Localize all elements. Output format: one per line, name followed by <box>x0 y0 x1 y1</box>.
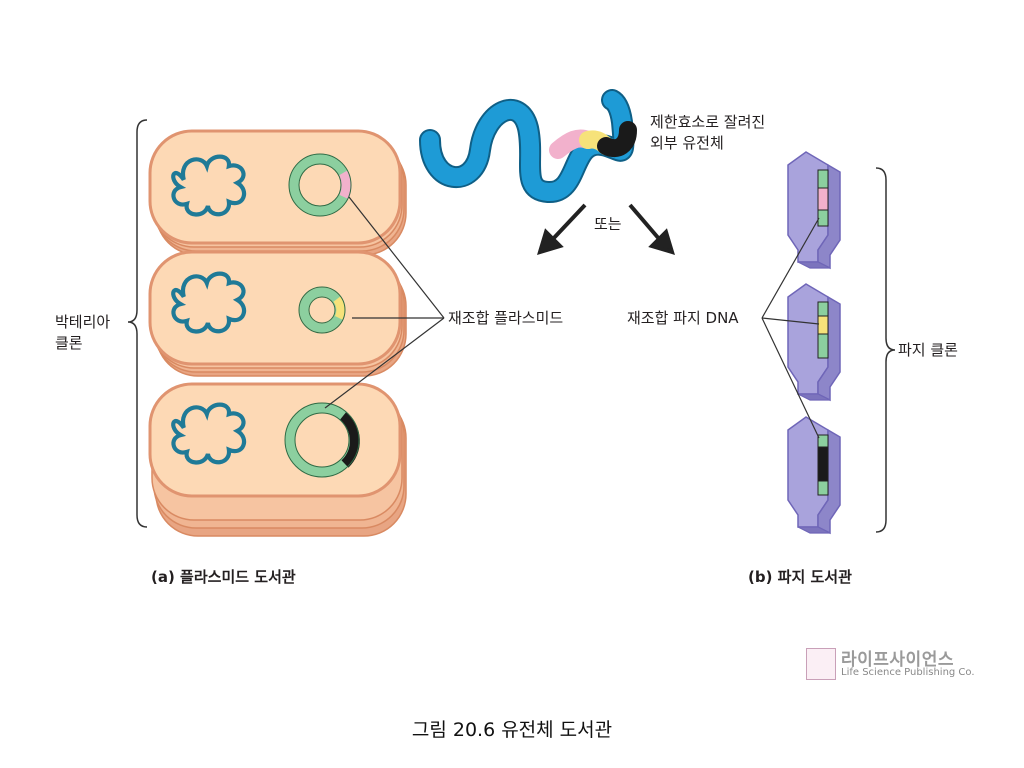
publisher-name: Life Science Publishing Co. <box>841 667 975 678</box>
phage-3 <box>787 416 841 534</box>
caption-phage-library: (b) 파지 도서관 <box>748 568 852 586</box>
insert-black <box>339 412 360 468</box>
bacterial-clone-label: 박테리아 클론 <box>55 313 111 352</box>
phage-clone-bracket <box>875 167 896 533</box>
insert-yellow <box>333 296 346 320</box>
insert-pink <box>338 170 352 200</box>
bacterial-clone-bracket <box>127 119 148 528</box>
or-arrows <box>537 203 675 255</box>
foreign-dna-label: 제한효소로 잘려진 외부 유전체 <box>650 113 766 152</box>
recombinant-plasmid-label: 재조합 플라스미드 <box>448 309 564 327</box>
or-label: 또는 <box>594 215 622 233</box>
plasmid-leader-lines <box>324 196 445 409</box>
foreign-dna-strand <box>419 89 637 203</box>
caption-plasmid-library: (a) 플라스미드 도서관 <box>151 568 296 586</box>
publisher-logo: 라이프사이언스 Life Science Publishing Co. <box>806 645 981 685</box>
bacterial-cell-1 <box>148 129 407 256</box>
publisher-brand: 라이프사이언스 <box>841 650 954 670</box>
phage-2 <box>787 283 841 401</box>
bacterial-cell-3 <box>148 382 407 537</box>
recombinant-phage-dna-label: 재조합 파지 DNA <box>627 309 739 327</box>
phage-1 <box>787 151 841 269</box>
phage-leader-lines <box>761 217 820 439</box>
phage-clone-label: 파지 클론 <box>898 341 958 359</box>
figure-caption: 그림 20.6 유전체 도서관 <box>411 719 613 741</box>
publisher-emblem-icon <box>806 648 836 680</box>
bacterial-cell-2 <box>148 250 407 377</box>
